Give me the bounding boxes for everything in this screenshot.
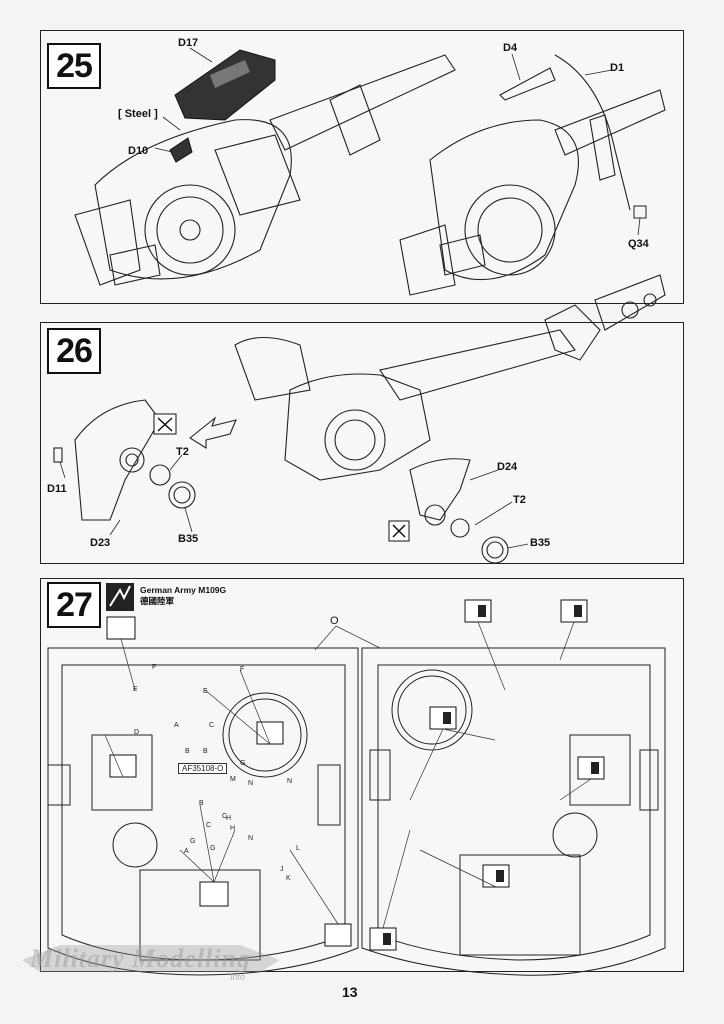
- label-steel: [ Steel ]: [118, 108, 158, 120]
- decal-letter: F: [152, 664, 157, 671]
- decal-letter: K: [286, 875, 291, 882]
- decal-letter: L: [296, 845, 300, 852]
- decal-letter: N: [248, 780, 254, 787]
- decal-letter: E: [133, 686, 138, 693]
- decal-letter: H: [226, 815, 232, 822]
- label-o: O: [330, 615, 339, 627]
- decal-letter: G: [240, 760, 246, 767]
- label-d23: D23: [90, 537, 111, 549]
- army-version: German Army M109G 德國陸軍: [140, 585, 226, 607]
- label-d10: D10: [128, 145, 149, 157]
- decal-letter: E: [203, 688, 208, 695]
- decal-letter: G: [210, 845, 216, 852]
- decal-letter: B: [199, 800, 204, 807]
- decal-letter: M: [230, 776, 236, 783]
- decal-letter: G: [190, 838, 196, 845]
- step-25-number: 25: [47, 43, 101, 89]
- decal-letter: N: [248, 835, 254, 842]
- step-26-number: 26: [47, 328, 101, 374]
- label-d1: D1: [610, 62, 625, 74]
- label-d4: D4: [503, 42, 518, 54]
- army-version-en: German Army M109G: [140, 585, 227, 595]
- decal-letter: C: [206, 822, 212, 829]
- label-b35-left: B35: [178, 533, 199, 545]
- decal-letter: J: [280, 866, 284, 873]
- page-number: 13: [342, 984, 358, 1000]
- watermark-main: Military Modelling: [30, 944, 251, 973]
- label-q34: Q34: [628, 238, 649, 250]
- decal-letter: D: [134, 729, 140, 736]
- label-b35-right: B35: [530, 537, 551, 549]
- label-d11: D11: [47, 483, 67, 495]
- decal-letter: A: [174, 722, 179, 729]
- decal-letter: H: [230, 825, 236, 832]
- decal-letter: C: [222, 813, 228, 820]
- label-d24: D24: [497, 461, 518, 473]
- step-27-number: 27: [47, 582, 101, 628]
- decal-letter: F: [240, 666, 245, 673]
- decal-letter: N: [287, 778, 293, 785]
- label-t2-left: T2: [176, 446, 189, 458]
- decal-letter: C: [209, 722, 215, 729]
- army-version-cn: 德國陸軍: [140, 596, 175, 606]
- part-ref-code: AF35108-O: [178, 763, 228, 774]
- label-t2-right: T2: [513, 494, 526, 506]
- decal-letter: A: [184, 848, 189, 855]
- watermark-sub: .info: [228, 972, 246, 982]
- label-d17: D17: [178, 37, 199, 49]
- step-25-panel: [40, 30, 684, 304]
- decal-letter: B: [185, 748, 190, 755]
- step-26-panel: [40, 322, 684, 564]
- decal-letter: B: [203, 748, 208, 755]
